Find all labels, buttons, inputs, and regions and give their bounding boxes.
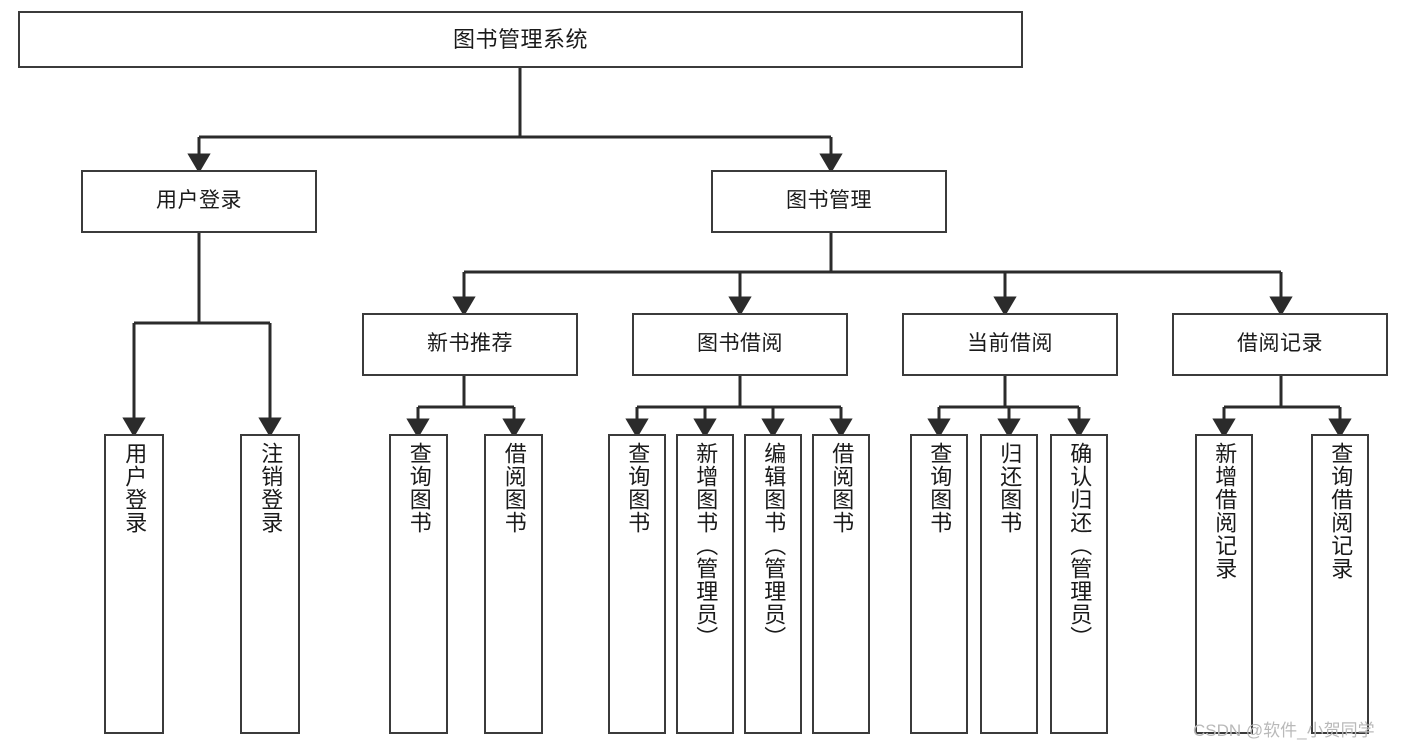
node-leaf-add-record[interactable]: 新增借阅记录 — [1195, 434, 1253, 734]
node-leaf-return-book[interactable]: 归还图书 — [980, 434, 1038, 734]
node-leaf-user-login-label: 用户登录 — [122, 442, 148, 534]
node-leaf-logout-login[interactable]: 注销登录 — [240, 434, 300, 734]
node-current-borrow[interactable]: 当前借阅 — [902, 313, 1118, 376]
node-leaf-query-book-2-label: 查询图书 — [625, 442, 651, 534]
node-leaf-confirm-return-label: 确认归还（管理员） — [1067, 442, 1093, 649]
csdn-watermark: CSDN @软件_小贺同学 — [1193, 721, 1375, 740]
node-leaf-return-book-label: 归还图书 — [997, 442, 1023, 534]
node-user-login[interactable]: 用户登录 — [81, 170, 317, 233]
node-leaf-borrow-book-2-label: 借阅图书 — [829, 442, 855, 534]
node-borrow-record[interactable]: 借阅记录 — [1172, 313, 1388, 376]
node-leaf-borrow-book-2[interactable]: 借阅图书 — [812, 434, 870, 734]
node-leaf-query-record-label: 查询借阅记录 — [1328, 442, 1354, 580]
node-leaf-borrow-book-1[interactable]: 借阅图书 — [484, 434, 543, 734]
node-leaf-query-book-3[interactable]: 查询图书 — [910, 434, 968, 734]
node-leaf-logout-login-label: 注销登录 — [258, 442, 284, 534]
node-leaf-add-book[interactable]: 新增图书（管理员） — [676, 434, 734, 734]
node-leaf-add-record-label: 新增借阅记录 — [1212, 442, 1238, 580]
node-new-book-recommend-label: 新书推荐 — [427, 332, 513, 356]
node-root[interactable]: 图书管理系统 — [18, 11, 1023, 68]
node-leaf-edit-book-label: 编辑图书（管理员） — [761, 442, 787, 649]
node-current-borrow-label: 当前借阅 — [967, 332, 1053, 356]
node-root-label: 图书管理系统 — [452, 26, 588, 52]
node-leaf-query-book-3-label: 查询图书 — [927, 442, 953, 534]
node-user-login-label: 用户登录 — [156, 189, 242, 213]
node-leaf-query-book-1-label: 查询图书 — [406, 442, 432, 534]
node-borrow-record-label: 借阅记录 — [1237, 332, 1323, 356]
node-book-borrow[interactable]: 图书借阅 — [632, 313, 848, 376]
node-leaf-add-book-label: 新增图书（管理员） — [693, 442, 719, 649]
node-new-book-recommend[interactable]: 新书推荐 — [362, 313, 578, 376]
node-leaf-user-login[interactable]: 用户登录 — [104, 434, 164, 734]
node-book-management[interactable]: 图书管理 — [711, 170, 947, 233]
node-book-borrow-label: 图书借阅 — [697, 332, 783, 356]
node-leaf-query-record[interactable]: 查询借阅记录 — [1311, 434, 1369, 734]
node-leaf-query-book-2[interactable]: 查询图书 — [608, 434, 666, 734]
node-leaf-edit-book[interactable]: 编辑图书（管理员） — [744, 434, 802, 734]
node-book-management-label: 图书管理 — [786, 189, 872, 213]
node-leaf-query-book-1[interactable]: 查询图书 — [389, 434, 448, 734]
node-leaf-borrow-book-1-label: 借阅图书 — [501, 442, 527, 534]
node-leaf-confirm-return[interactable]: 确认归还（管理员） — [1050, 434, 1108, 734]
